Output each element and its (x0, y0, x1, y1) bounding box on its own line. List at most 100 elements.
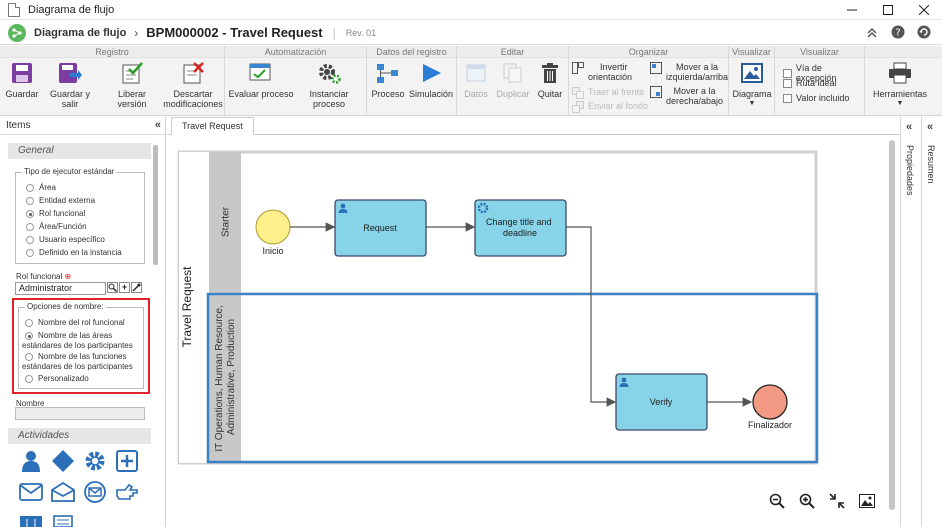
radio-personalizado[interactable]: Personalizado (25, 374, 89, 384)
table-icon[interactable] (19, 509, 43, 527)
invert-orientation-icon (572, 62, 584, 74)
scrollbar-thumb[interactable] (889, 140, 895, 510)
sequence-flow[interactable] (566, 226, 617, 407)
data-form-icon (462, 60, 490, 86)
bring-front-button[interactable]: Traer al frente (572, 87, 644, 99)
script-icon[interactable] (51, 509, 75, 527)
send-back-icon (572, 101, 584, 113)
printer-icon (886, 60, 914, 86)
task-change-title-label: Change title and deadline (486, 217, 554, 238)
name-options-highlight (12, 298, 150, 394)
maximize-button[interactable] (870, 0, 906, 20)
properties-panel-collapsed[interactable]: « Propiedades (900, 117, 921, 527)
nombre-input[interactable] (15, 407, 145, 420)
release-version-button[interactable]: Liberar versión (104, 60, 160, 109)
remove-button[interactable]: Quitar (535, 60, 565, 99)
zoom-in-icon[interactable] (793, 489, 821, 513)
start-event-label: Inicio (262, 246, 283, 256)
discard-changes-button[interactable]: Descartar modificaciones (163, 60, 223, 109)
zoom-controls (763, 489, 881, 513)
process-diagram[interactable]: Travel Request Starter IT Operations, Hu… (167, 136, 900, 527)
service-task-gear-icon (477, 202, 489, 214)
tools-button[interactable]: Herramientas ▼ (871, 60, 929, 109)
checklist-icon (118, 60, 146, 86)
collapse-left-icon[interactable]: « (154, 119, 161, 131)
radio-usuario-especifico[interactable]: Usuario específico (26, 235, 105, 245)
start-event[interactable] (255, 209, 291, 245)
lane-starter-header[interactable] (209, 152, 241, 293)
save-and-exit-button[interactable]: Guardar y salir (42, 60, 98, 109)
automatic-activity-icon[interactable] (83, 449, 107, 473)
task-verify-label: Verify (650, 397, 673, 407)
close-button[interactable] (906, 0, 942, 20)
panel-scrollbar[interactable] (153, 145, 158, 265)
radio-area-funcion[interactable]: Área/Función (26, 222, 87, 232)
task-request[interactable]: Request (334, 199, 427, 257)
expand-left-icon[interactable]: « (906, 121, 913, 133)
evaluate-icon (247, 60, 275, 86)
breadcrumb[interactable]: Diagrama de flujo (34, 26, 127, 39)
duplicate-button[interactable]: Duplicar (495, 60, 531, 99)
lane-it-operations-header[interactable] (209, 294, 241, 461)
ideal-route-checkbox[interactable]: Ruta ideal (783, 78, 837, 88)
rol-funcional-input[interactable]: Administrator (15, 282, 106, 295)
evaluate-process-button[interactable]: Evaluar proceso (228, 60, 294, 99)
radio-nombre-areas[interactable]: Nombre de las áreas (25, 331, 112, 341)
manual-task-icon[interactable] (115, 480, 139, 504)
radio-rol-funcional[interactable]: Rol funcional (26, 209, 85, 219)
end-event[interactable] (752, 384, 788, 420)
receive-message-icon[interactable] (51, 480, 75, 504)
send-message-icon[interactable] (19, 480, 43, 504)
diagram-canvas[interactable]: Travel Request Starter IT Operations, Hu… (167, 136, 900, 527)
collapse-up-icon[interactable] (864, 24, 880, 40)
section-actividades[interactable]: Actividades (8, 428, 151, 444)
process-button[interactable]: Proceso (370, 60, 406, 99)
document-tabs: Travel Request (167, 117, 900, 135)
group-title: Registro (0, 46, 224, 58)
value-included-checkbox[interactable]: Valor incluido (783, 93, 849, 103)
radio-nombre-rol[interactable]: Nombre del rol funcional (25, 318, 125, 328)
expand-left-icon[interactable]: « (927, 121, 934, 133)
search-icon[interactable] (107, 282, 118, 293)
diagram-view-button[interactable]: Diagrama ▼ (733, 60, 772, 109)
user-task-icon (338, 203, 348, 213)
clear-icon[interactable] (131, 282, 142, 293)
summary-label[interactable]: Resumen (926, 145, 936, 184)
tab-travel-request[interactable]: Travel Request (171, 117, 254, 135)
section-general[interactable]: General (8, 143, 151, 159)
help-icon[interactable]: ? (890, 24, 906, 40)
play-icon (417, 60, 445, 86)
items-panel: Items « General Tipo de ejecutor estánda… (0, 117, 166, 527)
fit-to-screen-icon[interactable] (823, 489, 851, 513)
task-change-title[interactable]: Change title and deadline (474, 199, 567, 257)
gateway-icon[interactable] (51, 449, 75, 473)
summary-panel-collapsed[interactable]: « Resumen (921, 117, 942, 527)
send-back-button[interactable]: Enviar al fondo (572, 101, 648, 113)
save-button[interactable]: Guardar (5, 60, 39, 99)
human-task-icon[interactable] (19, 449, 43, 473)
zoom-out-icon[interactable] (763, 489, 791, 513)
simulation-button[interactable]: Simulación (409, 60, 453, 99)
radio-nombre-funciones[interactable]: Nombre de las funciones (25, 352, 127, 362)
pool-frame[interactable] (177, 150, 818, 465)
task-verify[interactable]: Verify (615, 373, 708, 431)
radio-definido-instancia[interactable]: Definido en la instancia (26, 248, 122, 258)
exception-path-checkbox[interactable]: Vía de excepción (783, 63, 864, 83)
radio-area[interactable]: Área (26, 183, 56, 193)
refresh-icon[interactable] (916, 24, 932, 40)
canvas-scrollbar[interactable] (889, 140, 895, 525)
group-title: Automatización (225, 46, 366, 58)
properties-label[interactable]: Propiedades (905, 145, 915, 196)
data-button[interactable]: Datos (461, 60, 491, 99)
radio-entidad-externa[interactable]: Entidad externa (26, 196, 95, 206)
page-title: BPM000002 - Travel Request (146, 25, 323, 40)
email-task-icon[interactable] (83, 480, 107, 504)
minimize-button[interactable] (834, 0, 870, 20)
instantiate-process-button[interactable]: Instanciar proceso (295, 60, 363, 109)
subprocess-icon[interactable] (115, 449, 139, 473)
export-image-icon[interactable] (853, 489, 881, 513)
add-icon[interactable]: + (119, 282, 130, 293)
